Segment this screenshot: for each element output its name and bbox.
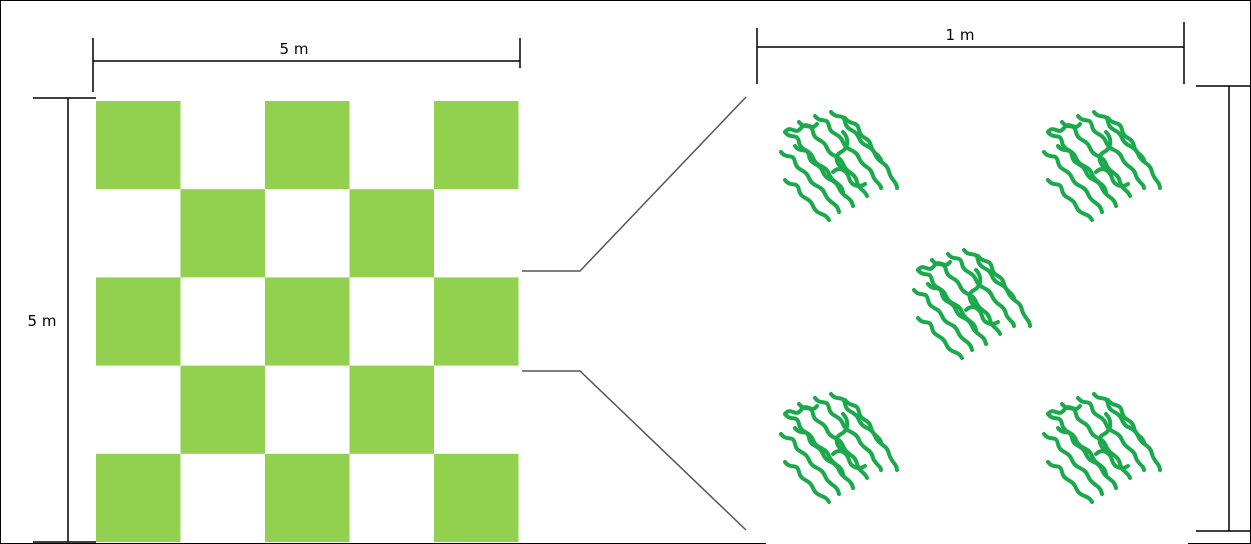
detail-panel [766, 86, 1188, 544]
green-grid-cell [265, 277, 350, 366]
detail-height-dimension [1196, 85, 1251, 532]
green-grid-cell [434, 101, 519, 190]
grid-height-dimension [33, 97, 96, 543]
green-grid-cell [265, 453, 350, 542]
grid-width-dimension [92, 38, 521, 92]
green-grid-cell [265, 101, 350, 190]
grid-height-label: 5 m [28, 312, 57, 330]
green-grid-cell [349, 189, 434, 278]
green-grid-cell [96, 453, 181, 542]
green-grid-cell [180, 365, 265, 454]
green-grid-cell [180, 189, 265, 278]
detail-width-label: 1 m [946, 26, 975, 44]
green-grid-cell [349, 365, 434, 454]
checkerboard-grid [96, 101, 519, 542]
green-grid-cell [96, 101, 181, 190]
zoom-connector [522, 96, 747, 531]
green-grid-cell [434, 277, 519, 366]
grid-width-label: 5 m [280, 40, 309, 58]
green-grid-cell [434, 453, 519, 542]
green-grid-cell [96, 277, 181, 366]
detail-width-dimension [756, 22, 1185, 84]
